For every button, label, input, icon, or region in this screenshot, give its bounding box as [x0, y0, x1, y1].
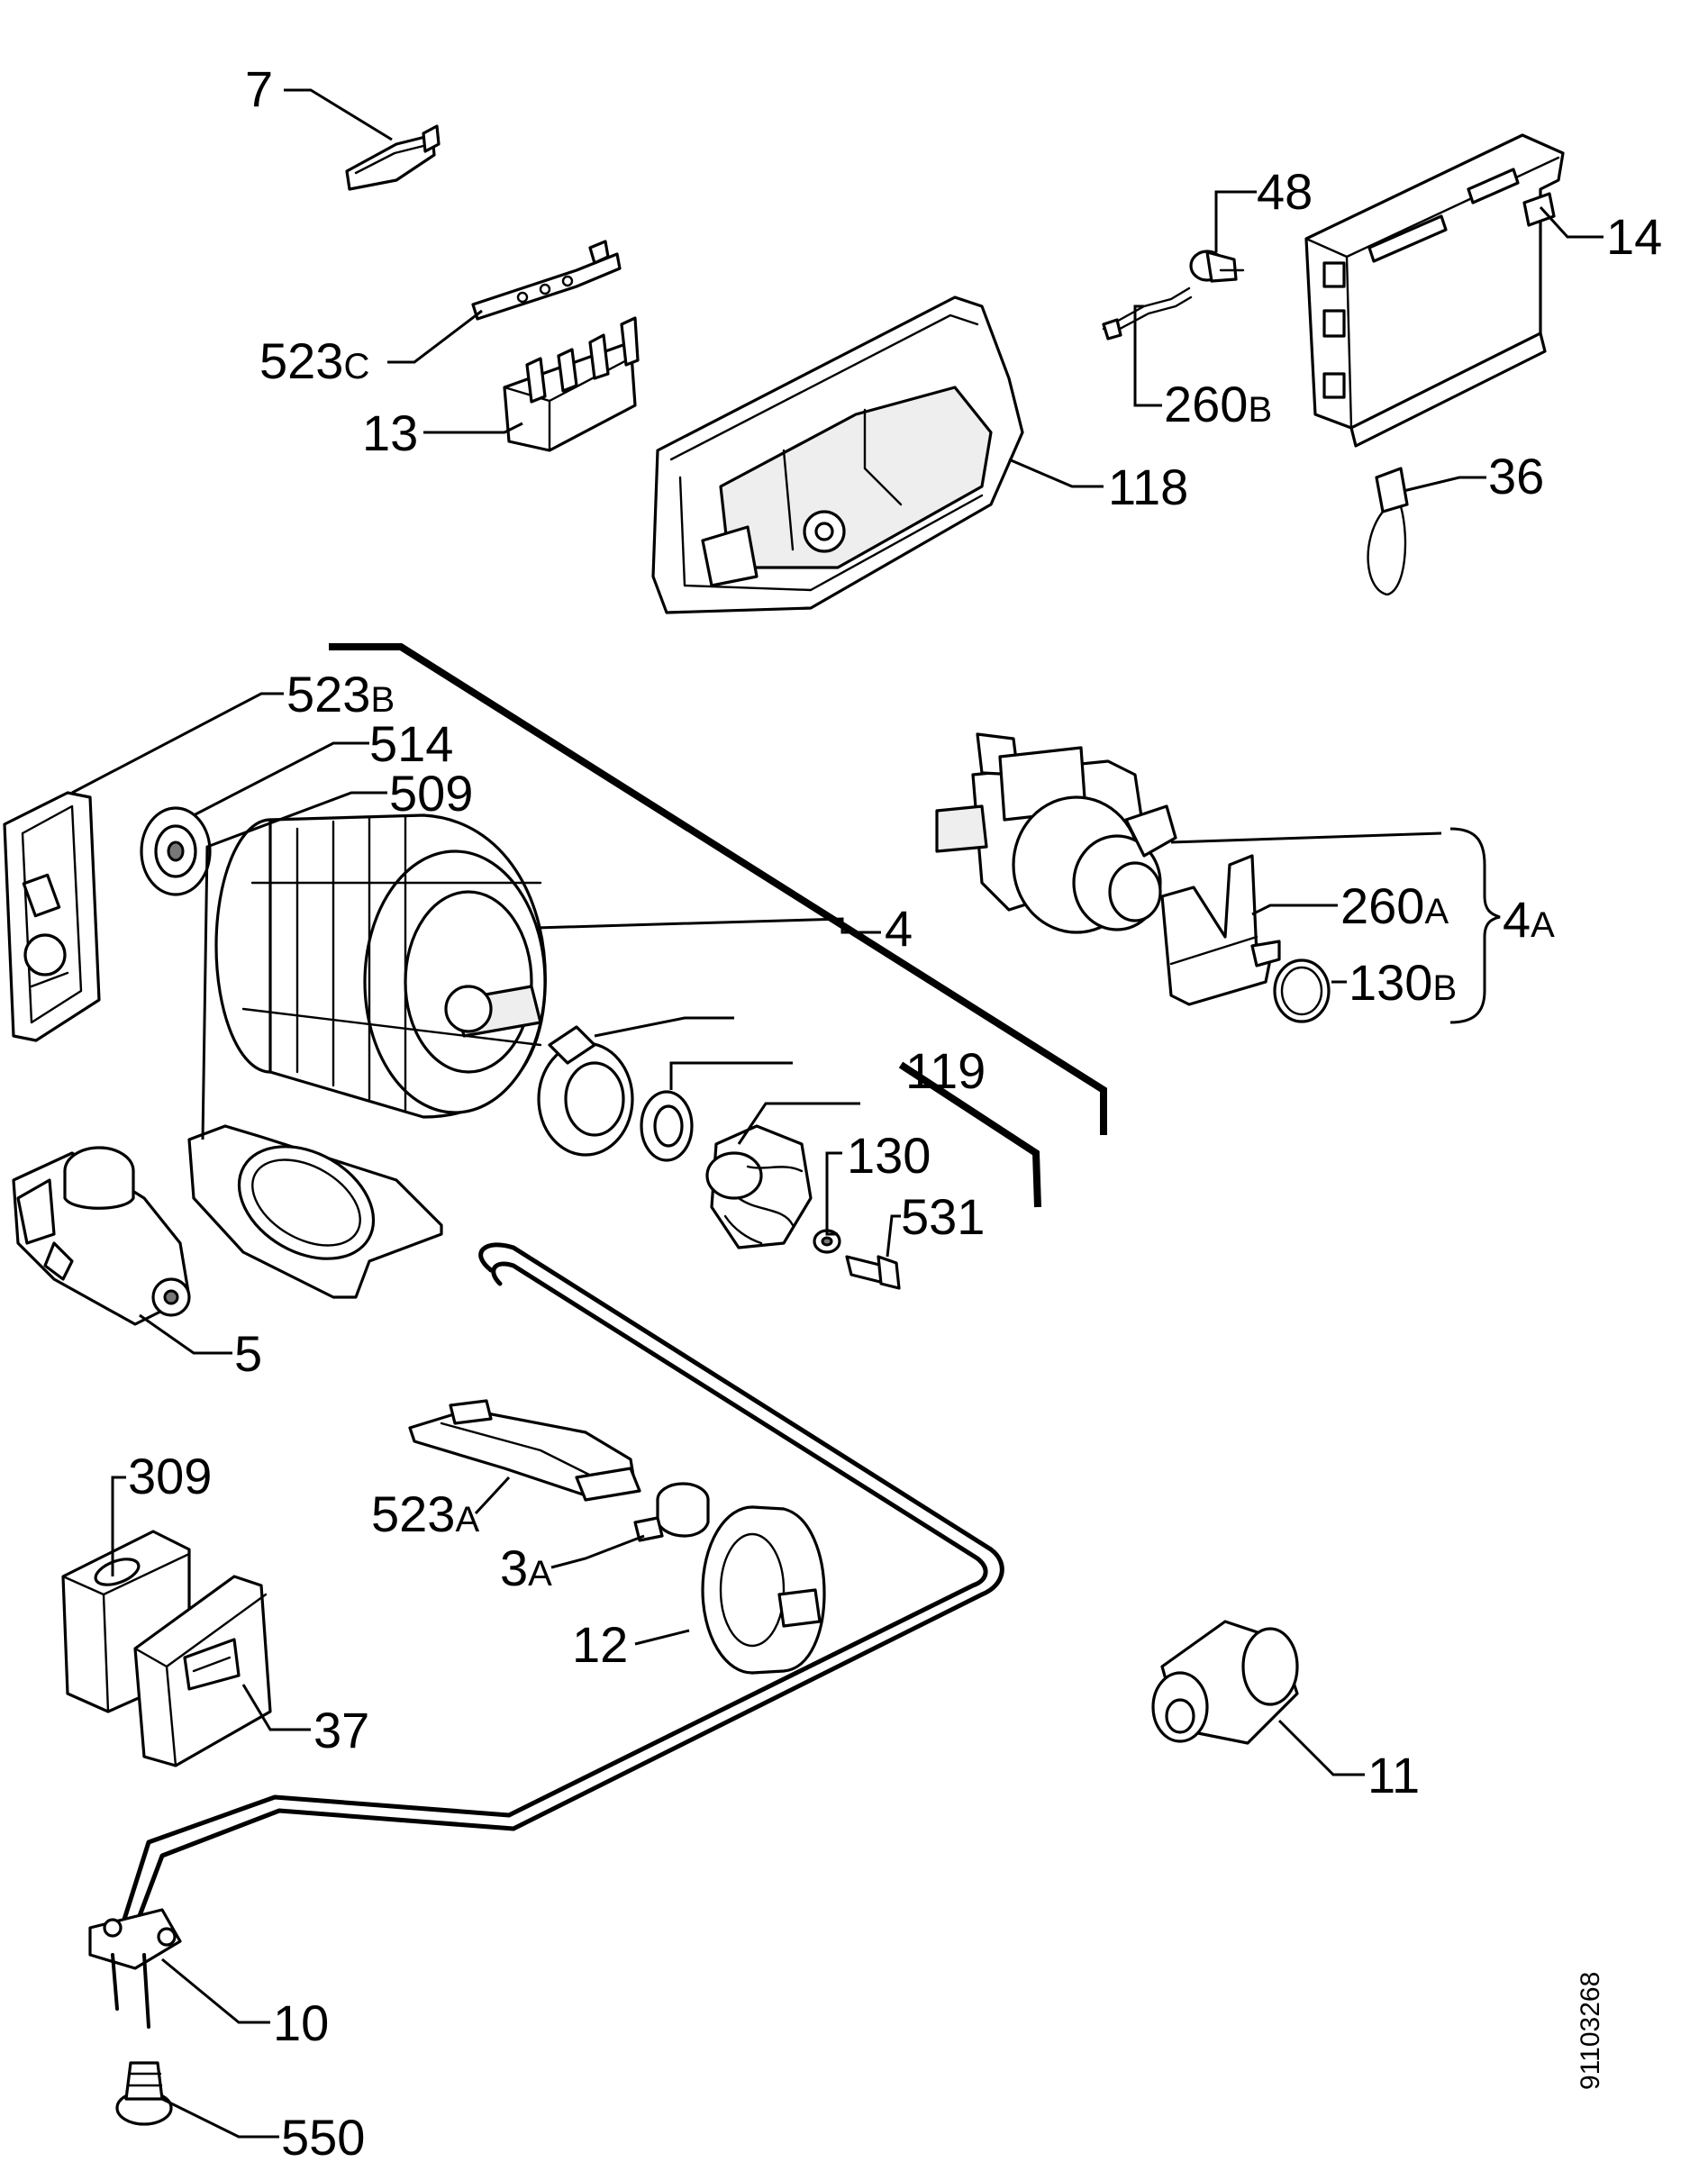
leader-lines	[71, 88, 1604, 2139]
callout-523a: 523A	[371, 1485, 479, 1542]
callout-4a: 4A	[1503, 891, 1555, 948]
callout-260b: 260B	[1164, 376, 1272, 432]
callout-514: 514	[369, 715, 453, 772]
document-number: 91103268	[1576, 1972, 1605, 2090]
part-7-connector	[345, 124, 441, 191]
callout-523c: 523C	[259, 332, 369, 389]
callout-5: 5	[234, 1325, 262, 1382]
callout-509: 509	[389, 765, 473, 822]
part-260b-wire-clip	[1102, 286, 1193, 341]
part-523b-cover-plate	[3, 791, 101, 1042]
callout-531: 531	[901, 1188, 985, 1245]
callout-48: 48	[1257, 163, 1313, 220]
callout-523b: 523B	[286, 666, 395, 722]
part-10-heating-element	[88, 1242, 1004, 2029]
part-531-screw	[845, 1255, 901, 1290]
callout-309: 309	[128, 1448, 212, 1504]
callout-118: 118	[1108, 459, 1188, 515]
part-14-control-module	[1304, 133, 1565, 448]
part-13-terminal-block	[503, 316, 640, 452]
part-12-pressure-chamber	[701, 1505, 826, 1675]
part-523c-terminal-strip	[471, 240, 622, 321]
assembly-outline-4	[329, 643, 1107, 1135]
callout-3a: 3A	[500, 1540, 552, 1596]
callout-12: 12	[572, 1616, 628, 1673]
part-3a-thermostat	[633, 1482, 710, 1542]
callout-14: 14	[1606, 208, 1662, 265]
part-impeller	[705, 1124, 813, 1249]
part-4a-drain-pump	[935, 732, 1177, 934]
part-523a-terminal-bracket	[408, 1399, 641, 1502]
part-48-thermal-fuse	[1189, 250, 1245, 283]
part-509-motor-bracket	[187, 1124, 443, 1299]
part-119-seal-ring	[537, 1025, 694, 1162]
callout-130b: 130B	[1349, 954, 1457, 1011]
callout-7: 7	[245, 60, 273, 117]
callout-10: 10	[273, 1994, 329, 2051]
callout-11: 11	[1367, 1747, 1420, 1803]
callout-119: 119	[905, 1042, 986, 1099]
part-130b-o-ring	[1273, 958, 1331, 1023]
part-550-plug	[115, 2061, 173, 2126]
callout-550: 550	[281, 2109, 365, 2162]
part-37-switch-box	[133, 1575, 272, 1767]
callout-260a: 260A	[1340, 877, 1449, 934]
part-118-control-housing	[651, 295, 1024, 614]
group-brace-4a	[1449, 827, 1501, 1024]
callout-37: 37	[313, 1702, 369, 1758]
part-514-bearing	[140, 806, 212, 896]
callout-labels: 7 523C 13 48 14 260B 118 36 523B 514 509…	[128, 60, 1662, 2162]
part-5-inlet-valve	[12, 1146, 191, 1326]
part-4-circulation-pump-motor	[214, 813, 547, 1119]
part-36-wire-connector	[1367, 467, 1409, 596]
part-260a-bracket	[1160, 854, 1281, 1006]
assembly-outline-119	[898, 1061, 1041, 1208]
part-11-capacitor	[1151, 1620, 1299, 1745]
callout-13: 13	[362, 404, 418, 461]
callout-130: 130	[847, 1127, 931, 1184]
callout-36: 36	[1488, 448, 1544, 504]
callout-4: 4	[885, 900, 913, 957]
